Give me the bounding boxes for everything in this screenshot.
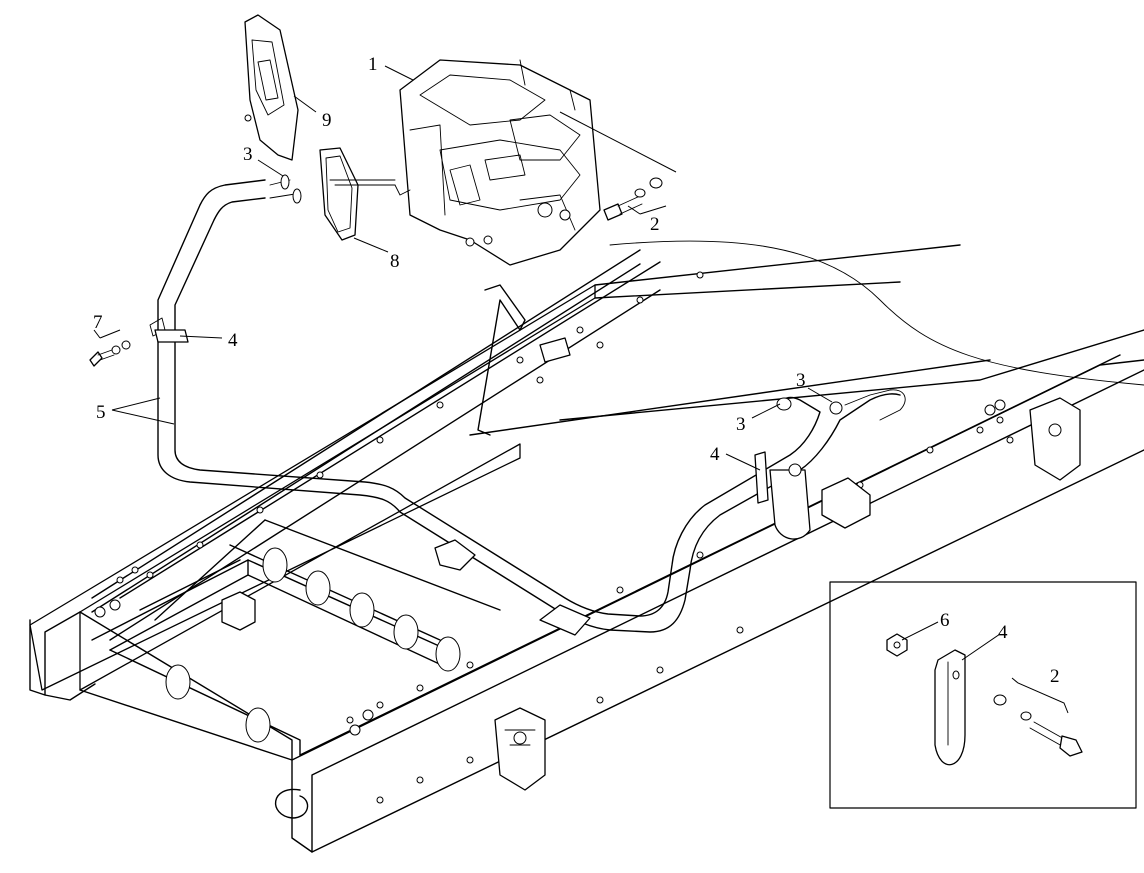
heater-unit — [394, 59, 601, 266]
callout-7: 7 — [93, 312, 103, 333]
cover-gasket — [319, 147, 396, 241]
callout-labels: 1 9 3 8 2 7 4 5 3 3 4 6 4 2 — [93, 54, 1060, 687]
callout-5: 5 — [96, 402, 106, 423]
chassis-frame — [29, 240, 1144, 853]
callout-2-inset: 2 — [1050, 666, 1060, 687]
callout-3-right-upper: 3 — [796, 370, 806, 391]
callout-1: 1 — [368, 54, 378, 75]
callout-3-right-lower: 3 — [736, 414, 746, 435]
bolt-washer-set-upper — [603, 177, 663, 221]
inset-bolt-set — [993, 694, 1083, 757]
coolant-pipes — [157, 179, 906, 633]
callout-2-upper: 2 — [650, 214, 660, 235]
hose-clamps — [280, 174, 843, 415]
callout-9: 9 — [322, 110, 332, 131]
callout-4-left: 4 — [228, 330, 238, 351]
callout-8: 8 — [390, 251, 400, 272]
callout-6: 6 — [940, 610, 950, 631]
rivet-holes — [94, 271, 1014, 804]
leader-lines — [93, 65, 1001, 661]
callout-4-right: 4 — [710, 444, 720, 465]
inset-nut — [886, 633, 908, 657]
inset-bracket — [934, 649, 966, 766]
cover-plate — [244, 14, 299, 161]
callout-3-upper: 3 — [243, 144, 253, 165]
detail-inset — [829, 581, 1137, 809]
pipe-brackets — [154, 329, 811, 636]
callout-4-inset: 4 — [998, 622, 1008, 643]
